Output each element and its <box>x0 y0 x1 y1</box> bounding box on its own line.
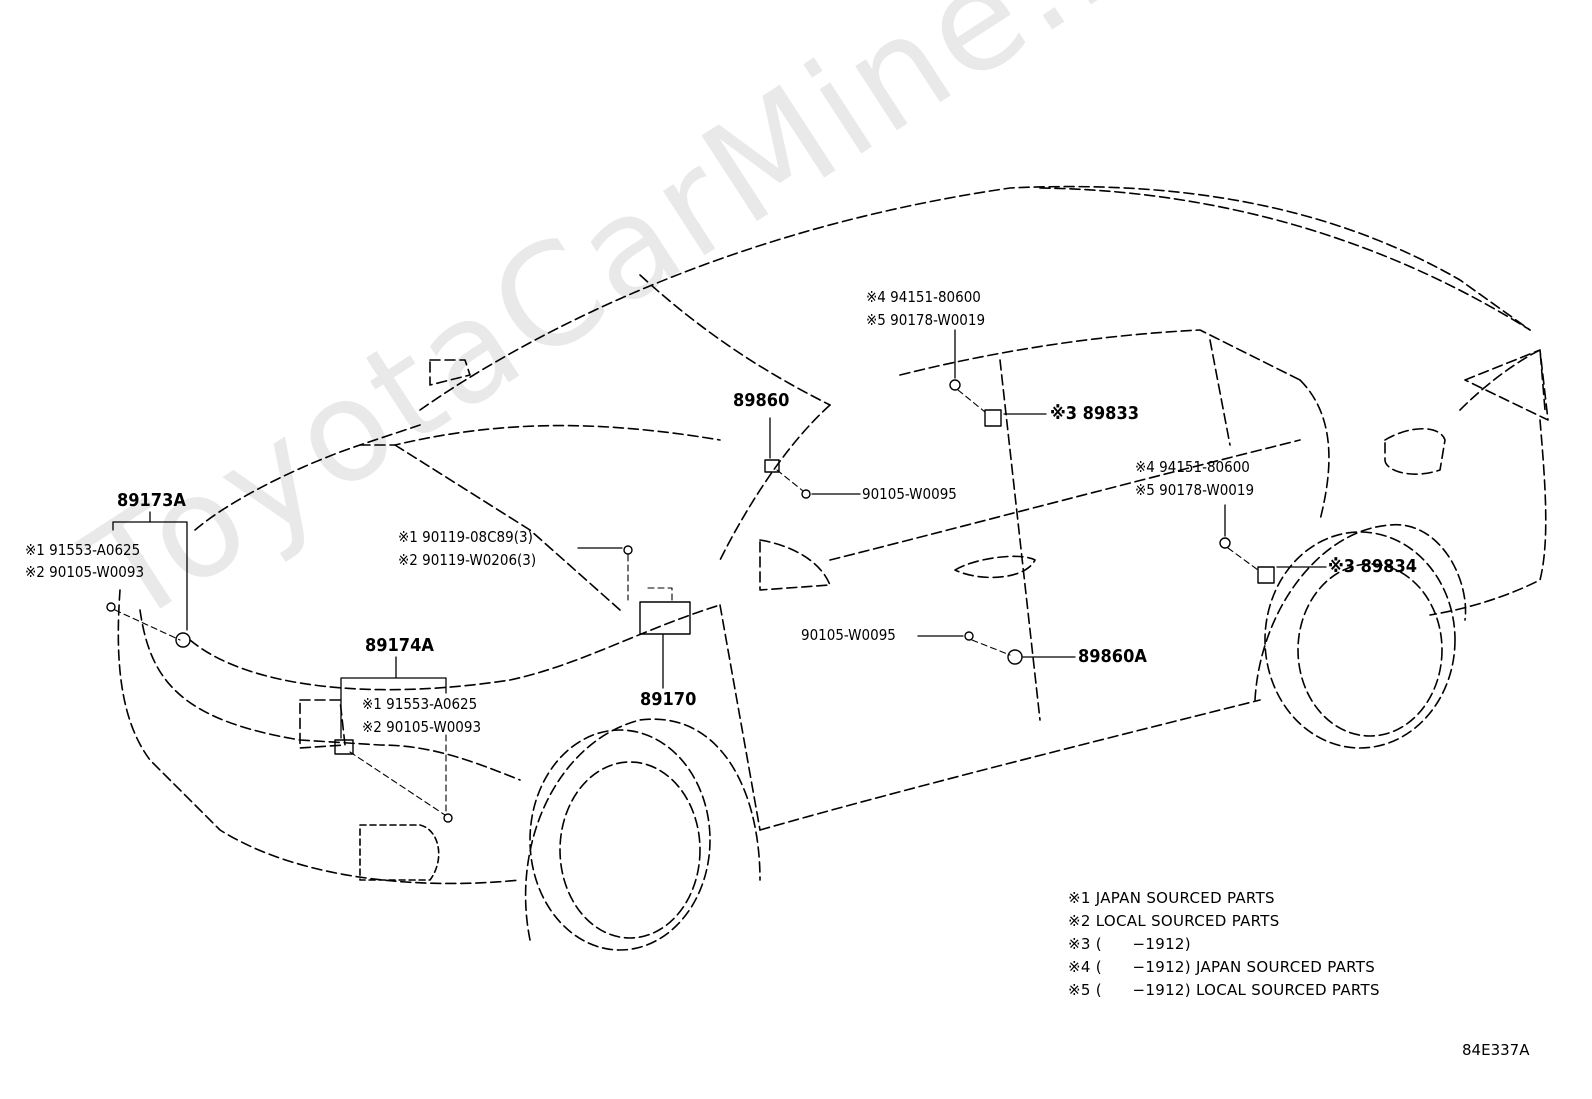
nut-pillar <box>949 379 961 391</box>
fuel-lid <box>1384 428 1446 475</box>
label-89174a-s2: ※2 90105-W0093 <box>362 718 482 736</box>
sensor-89173a <box>175 632 191 648</box>
windshield-roof-line <box>639 274 831 406</box>
rear-quarter <box>1299 379 1330 521</box>
hood-outline <box>194 424 421 531</box>
ecu-bracket <box>647 587 673 603</box>
c-pillar <box>1209 339 1231 446</box>
label-89833: ※3 89833 <box>1050 403 1139 424</box>
front-wheel-arch <box>524 718 761 941</box>
label-90119-s1: ※1 90119-08C89(3) <box>398 528 533 546</box>
label-89173a-s2: ※2 90105-W0093 <box>25 563 145 581</box>
bolt-front-bumper <box>443 813 453 823</box>
door-line-front <box>719 604 761 831</box>
label-94151-a: ※4 94151-80600 <box>866 288 981 306</box>
bolt-door <box>964 631 974 641</box>
front-wheel <box>529 729 711 951</box>
windshield-side <box>394 444 621 611</box>
label-90105-b: 90105-W0095 <box>801 626 896 644</box>
label-89173a: 89173A <box>117 490 186 511</box>
headlamp <box>299 699 346 749</box>
rear-wheel-inner <box>1297 563 1443 737</box>
diagram-ref-code: 84E337A <box>1462 1041 1530 1059</box>
label-89170: 89170 <box>640 689 697 710</box>
side-marker <box>429 359 471 386</box>
sensor-89860a <box>1007 649 1023 665</box>
label-89860a: 89860A <box>1078 646 1147 667</box>
sensor-89834 <box>1257 566 1275 584</box>
leader-89173a <box>112 511 188 631</box>
label-89834: ※3 89834 <box>1328 556 1417 577</box>
nut-rear <box>1219 537 1231 549</box>
mount-line-1 <box>114 609 181 641</box>
sill <box>759 699 1261 831</box>
note-2: ※2 LOCAL SOURCED PARTS <box>1068 912 1280 930</box>
fog-lamp <box>359 824 440 881</box>
airbag-ecu-89170 <box>639 601 691 635</box>
label-89173a-s1: ※1 91553-A0625 <box>25 541 141 559</box>
label-90119-s2: ※2 90119-W0206(3) <box>398 551 537 569</box>
mirror <box>759 539 831 591</box>
front-wheel-inner <box>559 761 701 939</box>
bolt-ecu <box>623 545 633 555</box>
belt-line <box>829 439 1301 561</box>
rear-tail-lamp <box>1464 349 1549 421</box>
rear-wheel <box>1264 531 1456 749</box>
mount-line-8 <box>971 639 1011 656</box>
trunk-lid <box>1459 349 1546 411</box>
front-bumper <box>117 589 521 885</box>
door-handle <box>954 555 1036 579</box>
mount-line-6 <box>957 389 986 413</box>
mount-line-5 <box>776 469 804 492</box>
roof-outline <box>419 185 1531 411</box>
label-90178-b: ※5 90178-W0019 <box>1135 481 1255 499</box>
label-90105-a: 90105-W0095 <box>862 485 957 503</box>
leader-89174a <box>340 656 447 739</box>
sensor-89833 <box>984 409 1002 427</box>
roof-rear-edge <box>1039 187 1531 331</box>
label-90178-a: ※5 90178-W0019 <box>866 311 986 329</box>
note-3: ※3 ( −1912) <box>1068 935 1191 953</box>
mount-line-2 <box>349 751 446 816</box>
label-89174a-s1: ※1 91553-A0625 <box>362 695 478 713</box>
label-89860: 89860 <box>733 390 790 411</box>
bolt-front-left <box>106 602 116 612</box>
b-pillar <box>999 359 1041 721</box>
note-1: ※1 JAPAN SOURCED PARTS <box>1068 889 1275 907</box>
note-4: ※4 ( −1912) JAPAN SOURCED PARTS <box>1068 958 1376 976</box>
sensor-89860 <box>764 459 780 473</box>
windshield-lower <box>359 424 721 446</box>
rear-bumper <box>1429 419 1547 616</box>
mount-line-7 <box>1227 547 1259 571</box>
sensor-89174a <box>334 739 354 755</box>
note-5: ※5 ( −1912) LOCAL SOURCED PARTS <box>1068 981 1380 999</box>
window-top <box>899 329 1301 381</box>
rear-wheel-arch <box>1254 524 1467 701</box>
label-94151-b: ※4 94151-80600 <box>1135 458 1250 476</box>
a-pillar <box>719 404 831 561</box>
label-89174a: 89174A <box>365 635 434 656</box>
bolt-89860 <box>801 489 811 499</box>
